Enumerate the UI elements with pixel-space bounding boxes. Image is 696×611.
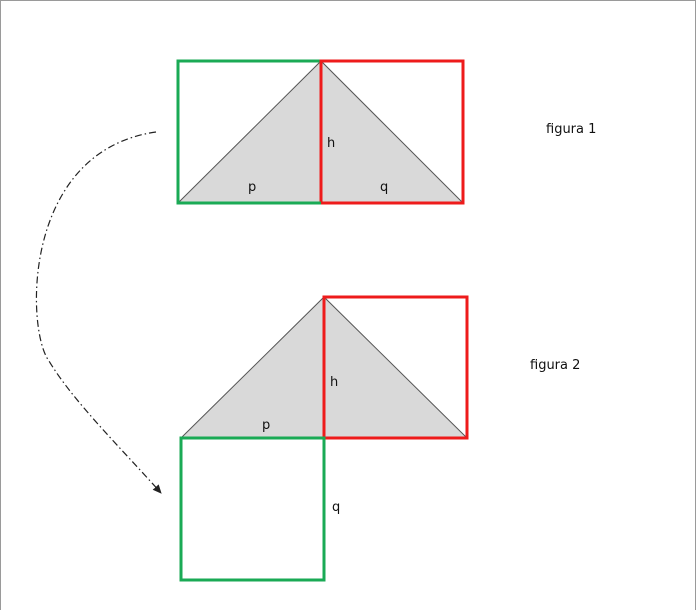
figure-2: h p q figura 2 (179, 295, 580, 582)
figure-1-label-p: p (248, 180, 256, 195)
figure-1-label-h: h (327, 136, 335, 151)
figure-2-green-square (179, 436, 326, 582)
figure-1: h p q figura 1 (176, 59, 596, 205)
figure-2-red-rectangle (322, 295, 469, 440)
figure-2-label-q: q (332, 500, 340, 515)
move-arrow (35, 131, 162, 494)
figure-1-caption: figura 1 (546, 122, 596, 137)
figure-2-label-h: h (330, 375, 338, 390)
figure-2-caption: figura 2 (530, 358, 580, 373)
figure-1-label-q: q (380, 180, 388, 195)
figure-2-label-p: p (262, 418, 270, 433)
figure-1-red-rectangle (319, 59, 465, 205)
